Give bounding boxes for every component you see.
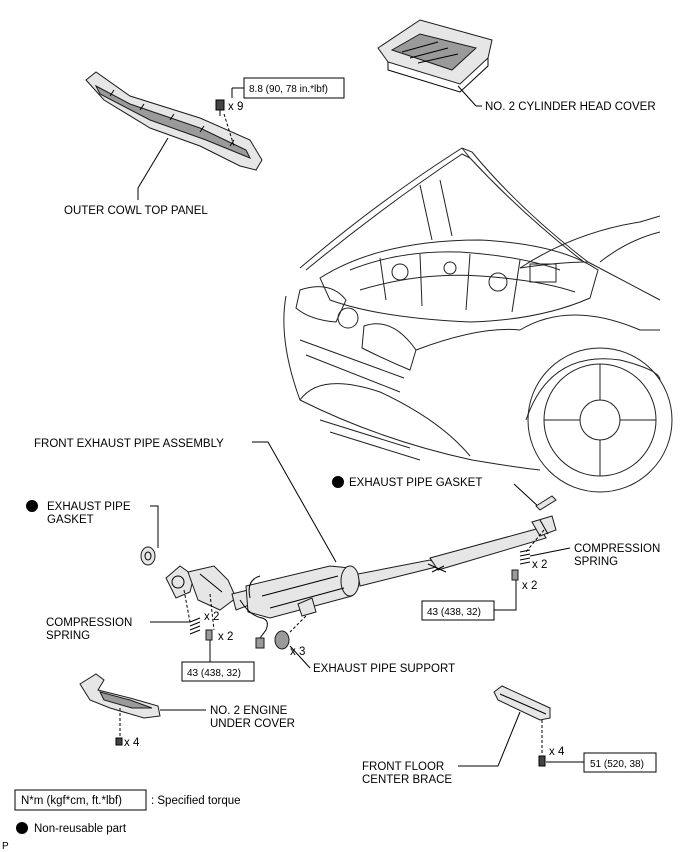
clip-icon bbox=[215, 99, 225, 111]
front-gasket-part bbox=[140, 546, 156, 566]
torque-box-cowl bbox=[243, 77, 345, 99]
qty-brace-bolt: x 4 bbox=[549, 746, 565, 758]
torque-cowl: 8.8 (90, 78 in.*lbf) bbox=[249, 84, 328, 95]
label-front-floor-center-brace-1: FRONT FLOOR bbox=[362, 761, 444, 773]
torque-box-center-brace bbox=[583, 752, 657, 773]
label-compression-spring-rear-1: COMPRESSION bbox=[574, 543, 660, 555]
qty-under-cover-clip: x 4 bbox=[124, 737, 140, 749]
torque-front-spring: 43 (438, 32) bbox=[187, 668, 241, 679]
qty-cowl-clip: x 9 bbox=[228, 101, 243, 113]
non-reusable-marker-rear-gasket bbox=[332, 476, 344, 488]
label-exhaust-pipe-gasket-front-1: EXHAUST PIPE bbox=[47, 501, 131, 513]
legend-torque-box bbox=[14, 789, 147, 811]
cylinder-head-cover-part bbox=[377, 19, 493, 107]
torque-box-front-spring bbox=[181, 661, 255, 682]
label-compression-spring-front-1: COMPRESSION bbox=[46, 617, 132, 629]
torque-center-brace: 51 (520, 38) bbox=[590, 759, 644, 770]
rear-gasket-part bbox=[535, 495, 557, 511]
front-exhaust-pipe-part bbox=[165, 515, 557, 650]
vehicle-front-illustration bbox=[283, 147, 673, 493]
torque-box-rear-spring bbox=[421, 600, 495, 621]
label-exhaust-pipe-support: EXHAUST PIPE SUPPORT bbox=[313, 663, 455, 675]
label-engine-under-cover-2: UNDER COVER bbox=[210, 718, 295, 730]
label-front-exhaust-pipe-assembly: FRONT EXHAUST PIPE ASSEMBLY bbox=[34, 438, 224, 450]
front-floor-center-brace-part bbox=[493, 685, 551, 767]
outer-cowl-top-panel-part bbox=[85, 71, 263, 200]
label-exhaust-pipe-gasket-rear: EXHAUST PIPE GASKET bbox=[349, 477, 482, 489]
label-engine-under-cover-1: NO. 2 ENGINE bbox=[210, 705, 288, 717]
label-compression-spring-rear-2: SPRING bbox=[574, 556, 618, 568]
label-outer-cowl-top-panel: OUTER COWL TOP PANEL bbox=[64, 205, 208, 217]
qty-front-bolt: x 2 bbox=[218, 631, 233, 643]
qty-support-hanger: x 3 bbox=[290, 646, 305, 658]
label-compression-spring-front-2: SPRING bbox=[46, 630, 90, 642]
engine-under-cover-part bbox=[79, 673, 161, 746]
under-cover-clip-icon bbox=[115, 737, 123, 746]
label-cylinder-head-cover: NO. 2 CYLINDER HEAD COVER bbox=[485, 101, 656, 113]
legend-torque-units: N*m (kgf*cm, ft.*lbf) bbox=[21, 795, 122, 807]
figure-code: P bbox=[2, 841, 9, 852]
rear-compression-spring bbox=[511, 549, 531, 581]
non-reusable-marker-front-gasket bbox=[26, 500, 38, 512]
front-compression-spring bbox=[189, 617, 213, 641]
cowl-clip bbox=[215, 87, 244, 116]
legend-torque-desc: : Specified torque bbox=[151, 795, 241, 807]
qty-rear-spring: x 2 bbox=[532, 559, 547, 571]
label-exhaust-pipe-gasket-front-2: GASKET bbox=[47, 514, 94, 526]
brace-bolt-icon bbox=[538, 755, 546, 767]
legend-non-reusable: Non-reusable part bbox=[34, 823, 127, 835]
torque-rear-spring: 43 (438, 32) bbox=[427, 607, 481, 618]
qty-rear-bolt: x 2 bbox=[522, 580, 537, 592]
filled-circle-icon bbox=[16, 822, 28, 834]
qty-front-spring: x 2 bbox=[204, 611, 219, 623]
label-front-floor-center-brace-2: CENTER BRACE bbox=[362, 774, 452, 786]
